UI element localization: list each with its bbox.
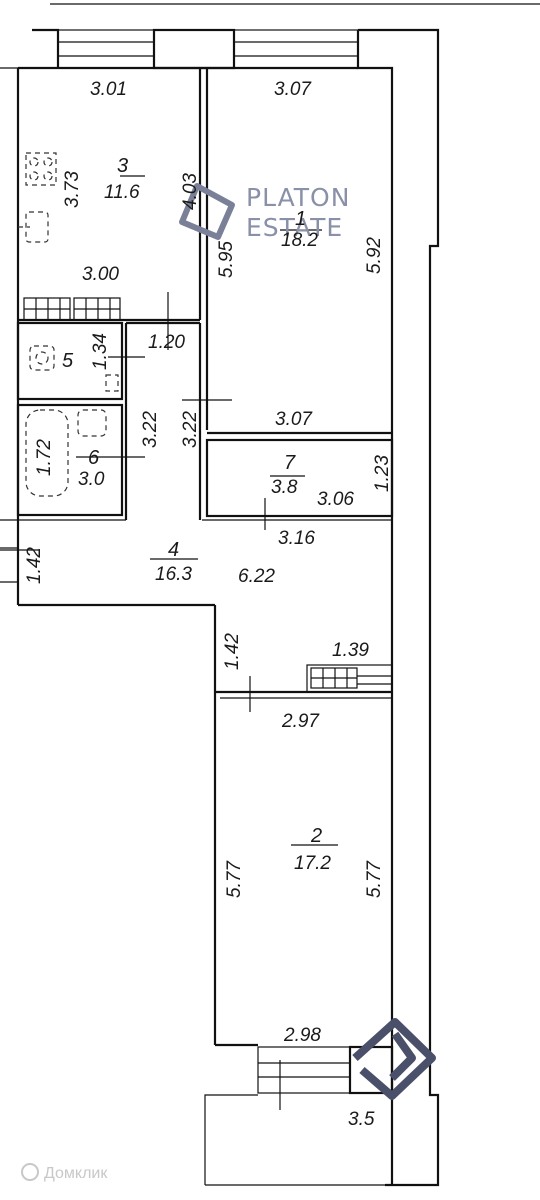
domclick-brand: Домклик <box>21 1163 108 1182</box>
dimension-label: 5.95 <box>216 241 237 278</box>
dimension-label: 3.06 <box>317 489 354 510</box>
window-top-left <box>57 29 155 69</box>
dimension-label: 1.34 <box>90 333 111 370</box>
room-1-area: 18.2 <box>281 230 318 251</box>
dimension-label: 1.42 <box>222 633 243 670</box>
dimension-label: 3.22 <box>140 411 161 448</box>
dimension-label: 2.97 <box>281 711 320 732</box>
dimension-label: 2.98 <box>283 1025 321 1046</box>
platon-logo-bottom <box>352 1018 436 1100</box>
washbasin-icon <box>77 409 107 437</box>
domclick-logo-icon <box>21 1163 39 1181</box>
room-6-number: 6 <box>88 447 100 469</box>
dimension-label: 3.00 <box>82 264 119 285</box>
dimension-label: 1.20 <box>148 332 185 353</box>
dimension-label: 5.92 <box>364 237 385 274</box>
top-left-notch <box>32 28 60 68</box>
dimension-label: 5.77 <box>364 860 385 898</box>
fixture-small-icon <box>105 374 119 392</box>
watermark-line2: ESTATE <box>246 213 343 242</box>
platon-estate-logo: PLATON ESTATE <box>179 183 350 242</box>
room-4-area: 16.3 <box>155 564 192 585</box>
domclick-label: Домклик <box>44 1165 108 1182</box>
dimension-label: 1.23 <box>372 455 393 492</box>
room-3-number: 3 <box>117 155 128 177</box>
room-1-number: 1 <box>295 208 306 230</box>
room-2-number: 2 <box>310 825 322 847</box>
dimension-label: 3.73 <box>62 171 83 208</box>
room-5-number: 5 <box>62 350 74 372</box>
stove-icon <box>25 152 57 186</box>
right-outer-wall <box>358 28 440 1187</box>
watermark-line1: PLATON <box>246 183 350 212</box>
dimension-label: 3.01 <box>90 79 127 100</box>
room-3-area: 11.6 <box>104 182 140 203</box>
dimension-label: 5.77 <box>224 860 245 898</box>
room-7-number: 7 <box>284 452 296 474</box>
dimension-labels: 3.01 3.07 3.73 4.03 5.95 5.92 3.00 1.20 … <box>24 79 393 1130</box>
walls <box>0 3 540 1187</box>
dimension-label: 1.39 <box>332 640 369 661</box>
fixtures <box>18 152 119 497</box>
dimension-label: 1.42 <box>24 547 45 584</box>
dimension-label: 3.16 <box>278 528 315 549</box>
room-labels: 3 11.6 1 18.2 5 6 3.0 7 3.8 4 16.3 2 17.… <box>62 155 331 874</box>
room-6-area: 3.0 <box>78 469 105 490</box>
bathtub-icon <box>25 409 69 497</box>
pier-top <box>152 28 236 70</box>
toilet-icon <box>29 345 55 371</box>
dimension-label: 3.07 <box>275 409 313 430</box>
room-7-area: 3.8 <box>271 477 298 498</box>
dimension-label: 6.22 <box>238 566 275 587</box>
dimension-label: 3.07 <box>274 79 312 100</box>
dimension-lines <box>0 175 338 1110</box>
room-4-number: 4 <box>168 539 179 561</box>
right-inner-wall <box>356 30 394 1030</box>
room-2-area: 17.2 <box>294 853 331 874</box>
window-top-right <box>233 29 359 69</box>
kitchen-sink-icon <box>25 211 49 243</box>
dimension-label: 4.03 <box>180 173 201 210</box>
dimension-label: 3.5 <box>348 1109 375 1130</box>
dimension-label: 3.22 <box>180 411 201 448</box>
dimension-label: 1.72 <box>34 439 55 476</box>
